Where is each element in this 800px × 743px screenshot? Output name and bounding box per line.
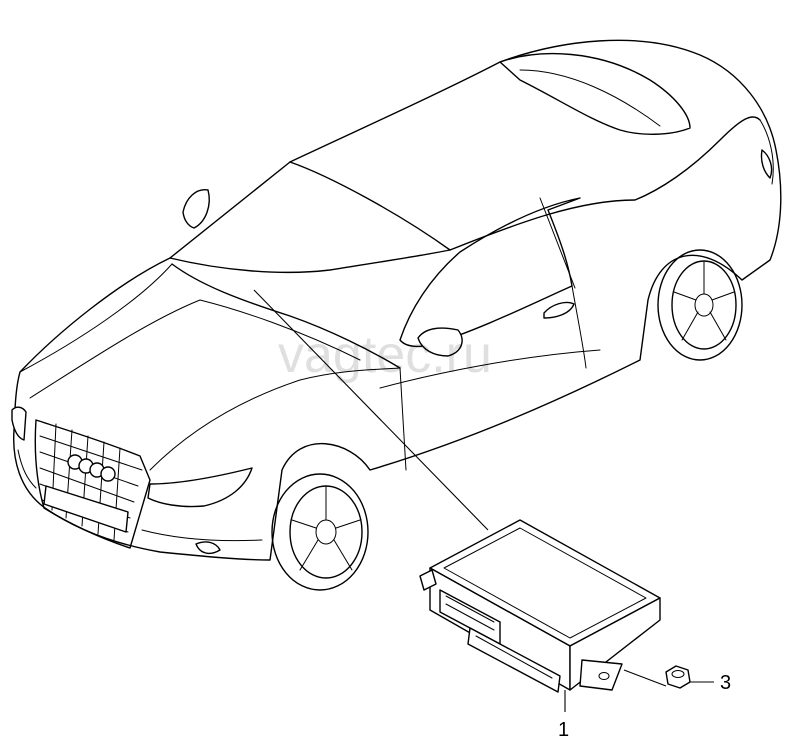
front-grille [34, 419, 151, 549]
door-line [399, 367, 407, 471]
control-module [419, 519, 661, 693]
leader-car-to-module [253, 289, 489, 531]
soft-top [499, 52, 691, 135]
headlight-right [147, 467, 253, 508]
license-plate [43, 485, 129, 533]
callout-3: 3 [720, 672, 731, 694]
callout-1: 1 [558, 719, 569, 741]
front-wheel [271, 473, 369, 591]
watermark-text: vagtec.ru [278, 326, 492, 384]
leader-nut [623, 669, 667, 687]
side-window [399, 197, 581, 348]
headlight-left [11, 406, 27, 441]
door-handle [543, 301, 575, 319]
car-illustration [11, 39, 782, 591]
windshield-base [171, 263, 401, 369]
mirror-left [182, 189, 210, 229]
rear-wheel [657, 249, 743, 361]
roof-line [169, 116, 761, 274]
windshield-top [289, 161, 451, 251]
hex-nut [665, 665, 691, 689]
mirror-right [417, 327, 463, 357]
logo-rings [67, 454, 116, 482]
car-body-outline [13, 39, 782, 561]
